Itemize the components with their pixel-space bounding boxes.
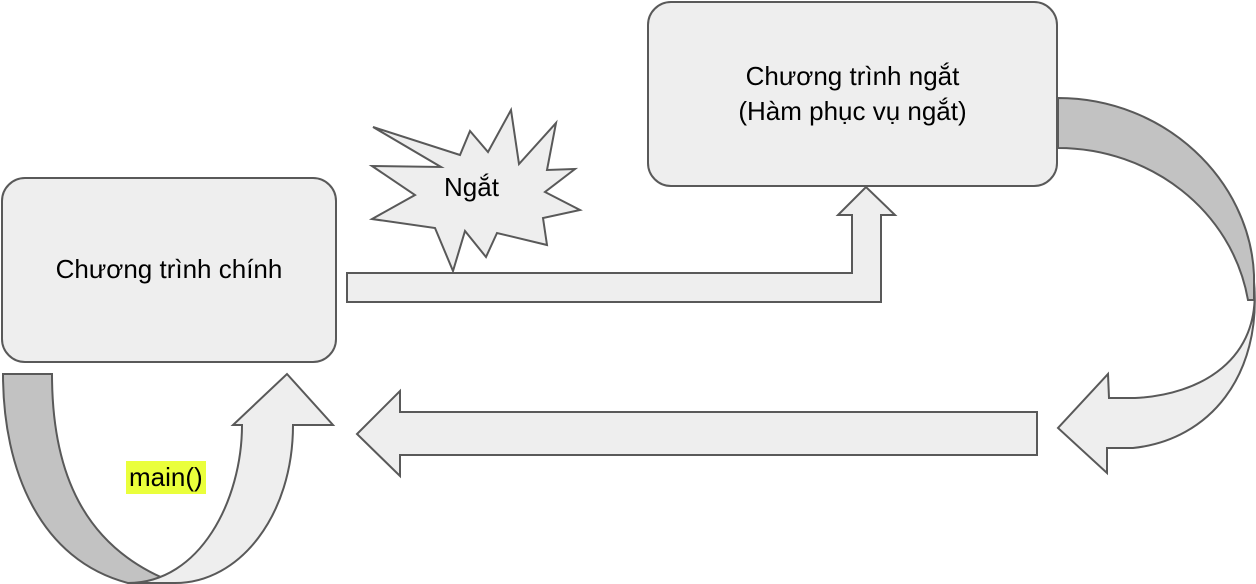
interrupt-event-label: Ngắt (444, 172, 499, 202)
interrupt-program-title: Chương trình ngắt (745, 60, 960, 91)
interrupt-program-subtitle: (Hàm phục vụ ngắt) (738, 96, 967, 126)
main-loop-label: main() (126, 461, 206, 495)
interrupt-burst-icon (368, 106, 583, 274)
return-arrow (355, 388, 1038, 479)
interrupt-program-box: Chương trình ngắt (Hàm phục vụ ngắt) (647, 1, 1058, 187)
main-program-box: Chương trình chính (1, 177, 337, 363)
main-program-label: Chương trình chính (55, 254, 283, 285)
main-loop-curve-front (127, 372, 336, 584)
interrupt-return-curve-front (1056, 281, 1256, 476)
interrupt-call-arrow (346, 185, 898, 303)
interrupt-return-curve-back (1057, 96, 1255, 301)
